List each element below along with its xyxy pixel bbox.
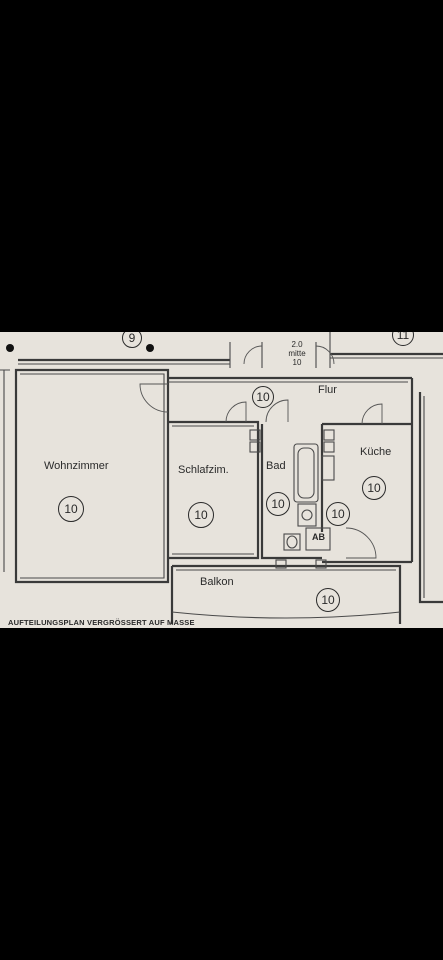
flur-number: 10 — [252, 386, 274, 408]
ab-label: AB — [312, 532, 325, 542]
wc-number: 10 — [326, 502, 350, 526]
balkon-number: 10 — [316, 588, 340, 612]
stair-line-2: mitte — [288, 349, 306, 358]
bad-number: 10 — [266, 492, 290, 516]
kueche-number: 10 — [362, 476, 386, 500]
kueche-label: Küche — [360, 446, 392, 458]
stair-line-1: 2.0 — [291, 340, 303, 349]
wohnzimmer-number: 10 — [58, 496, 84, 522]
balkon-label: Balkon — [200, 576, 234, 588]
schlafzim-label: Schlafzim. — [178, 464, 229, 476]
stair-line-3: 10 — [292, 358, 302, 367]
schlafzim-number: 10 — [188, 502, 214, 528]
plan-caption: AUFTEILUNGSPLAN VERGRÖSSERT AUF MASSE — [8, 618, 195, 627]
neighbor-left-number: 9 — [122, 332, 142, 348]
flur-label: Flur — [318, 384, 337, 396]
floor-plan-photo: 9 11 2.0 mitte 10 Flur 10 Wohnzimmer 10 … — [0, 332, 443, 628]
floor-plan-drawing — [0, 332, 443, 624]
wohnzimmer-label: Wohnzimmer — [44, 460, 109, 472]
bad-label: Bad — [266, 460, 286, 472]
stair-label: 2.0 mitte 10 — [280, 340, 314, 367]
